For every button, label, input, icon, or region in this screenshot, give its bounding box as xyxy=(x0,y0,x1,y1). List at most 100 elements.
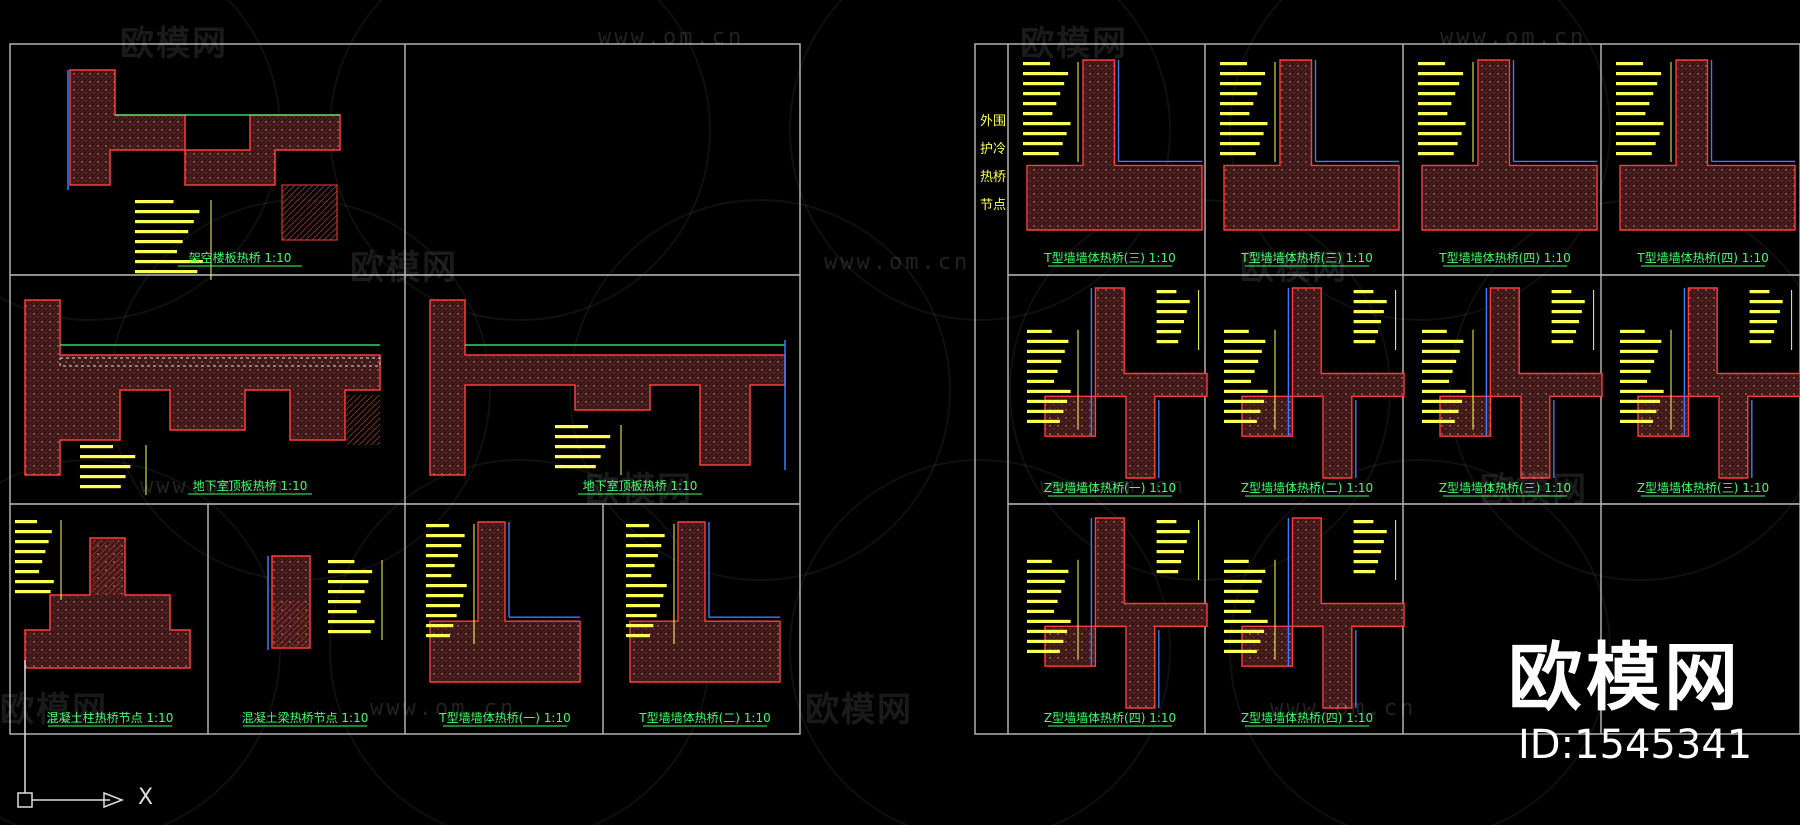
annotation-line xyxy=(1156,290,1177,294)
annotation-line xyxy=(1027,589,1062,593)
annotation-line xyxy=(1027,419,1060,423)
annotation-line xyxy=(1418,82,1460,86)
annotation-line xyxy=(1156,550,1184,554)
watermark-url: www.om.cn xyxy=(1440,25,1587,50)
annotation-line xyxy=(1620,379,1647,383)
detail-title: T型墙墙体热桥(一) 1:10 xyxy=(438,711,570,725)
watermark-circle xyxy=(1229,0,1611,321)
concrete-section xyxy=(24,299,381,476)
annotation-line xyxy=(135,270,198,274)
annotation-line xyxy=(555,455,601,459)
annotation-line xyxy=(626,524,650,528)
annotation-line xyxy=(555,445,606,449)
annotation-line xyxy=(626,634,650,638)
annotation-line xyxy=(1224,329,1249,333)
detail-z-wall: Z型墙墙体热桥(二) 1:10 xyxy=(1224,287,1405,497)
watermark-logo: 欧模网 xyxy=(0,690,108,730)
watermark-logo: 欧模网 xyxy=(805,690,913,730)
annotation-line xyxy=(626,604,661,608)
annotation-line xyxy=(1023,82,1065,86)
hatch-block xyxy=(345,395,380,445)
annotation-line xyxy=(426,554,458,558)
annotation-line xyxy=(1353,560,1379,564)
annotation-line xyxy=(1422,399,1463,403)
watermark-url: www.om.cn xyxy=(140,474,287,499)
annotation-line xyxy=(1749,290,1770,294)
annotation-line xyxy=(1027,399,1068,403)
ucs-x-label: X xyxy=(138,785,154,810)
detail-z-wall: Z型墙墙体热桥(四) 1:10 xyxy=(1224,517,1405,727)
annotation-line xyxy=(1156,540,1187,544)
annotation-line xyxy=(1353,530,1387,534)
annotation-line xyxy=(626,564,655,568)
side-label: 节点 xyxy=(980,198,1006,213)
concrete-section xyxy=(1421,59,1598,231)
annotation-line xyxy=(1027,339,1069,343)
annotation-line xyxy=(1353,300,1387,304)
ucs-icon xyxy=(17,660,125,809)
detail-title: T型墙墙体热桥(二) 1:10 xyxy=(638,711,770,725)
annotation-line xyxy=(1220,132,1264,136)
annotation-line xyxy=(135,250,177,254)
annotation-line xyxy=(1027,639,1064,643)
annotation-line xyxy=(1620,339,1662,343)
annotation-line xyxy=(1224,639,1261,643)
annotation-line xyxy=(15,550,46,554)
detail-z-wall: Z型墙墙体热桥(四) 1:10 xyxy=(1027,517,1208,727)
annotation-line xyxy=(1224,579,1262,583)
annotation-line xyxy=(1027,629,1068,633)
annotation-line xyxy=(328,620,375,624)
detail-title: 架空楼板热桥 1:10 xyxy=(189,250,292,265)
annotation-line xyxy=(1224,589,1259,593)
annotation-line xyxy=(1220,122,1268,126)
annotation-line xyxy=(626,534,665,538)
annotation-line xyxy=(135,210,200,214)
annotation-line xyxy=(135,260,203,264)
watermark-url: www.om.cn xyxy=(1270,696,1417,721)
annotation-line xyxy=(426,544,462,548)
annotation-line xyxy=(1620,419,1653,423)
annotation-line xyxy=(1224,339,1266,343)
annotation-line xyxy=(1220,142,1260,146)
hatch-block xyxy=(92,540,122,595)
annotation-line xyxy=(1023,92,1061,96)
sheet-frame-right xyxy=(974,43,1800,735)
annotation-line xyxy=(1418,102,1452,106)
detail-t-wall: T型墙墙体热桥(二) 1:10 xyxy=(626,521,781,727)
side-label: 外围 xyxy=(980,114,1006,129)
annotation-line xyxy=(1620,329,1645,333)
annotation-line xyxy=(1353,550,1381,554)
annotation-line xyxy=(1418,132,1462,136)
concrete-section xyxy=(1637,287,1800,479)
annotation-line xyxy=(1220,112,1250,116)
annotation-line xyxy=(15,520,37,524)
detail-title: T型墙墙体热桥(四) 1:10 xyxy=(1438,251,1570,265)
annotation-line xyxy=(1027,379,1054,383)
annotation-line xyxy=(1616,72,1662,76)
annotation-line xyxy=(1620,399,1661,403)
annotation-line xyxy=(1220,92,1258,96)
annotation-line xyxy=(1156,520,1177,524)
annotation-line xyxy=(1418,152,1454,156)
annotation-line xyxy=(1224,349,1262,353)
annotation-line xyxy=(1027,619,1071,623)
concrete-section xyxy=(1026,59,1203,231)
annotation-line xyxy=(555,465,596,469)
annotation-line xyxy=(426,584,467,588)
detail-title: T型墙墙体热桥(三) 1:10 xyxy=(1240,251,1372,265)
annotation-line xyxy=(1156,310,1187,314)
concrete-section xyxy=(1044,287,1208,479)
annotation-line xyxy=(1353,290,1374,294)
annotation-line xyxy=(1418,142,1458,146)
annotation-line xyxy=(1551,310,1582,314)
annotation-line xyxy=(426,534,465,538)
annotation-line xyxy=(1027,559,1052,563)
watermark-url: www.om.cn xyxy=(598,25,745,50)
annotation-line xyxy=(1616,92,1654,96)
concrete-section xyxy=(1241,287,1405,479)
annotation-line xyxy=(626,554,658,558)
annotation-line xyxy=(1353,340,1376,344)
annotation-line xyxy=(1616,112,1646,116)
detail-title: T型墙墙体热桥(四) 1:10 xyxy=(1636,251,1768,265)
